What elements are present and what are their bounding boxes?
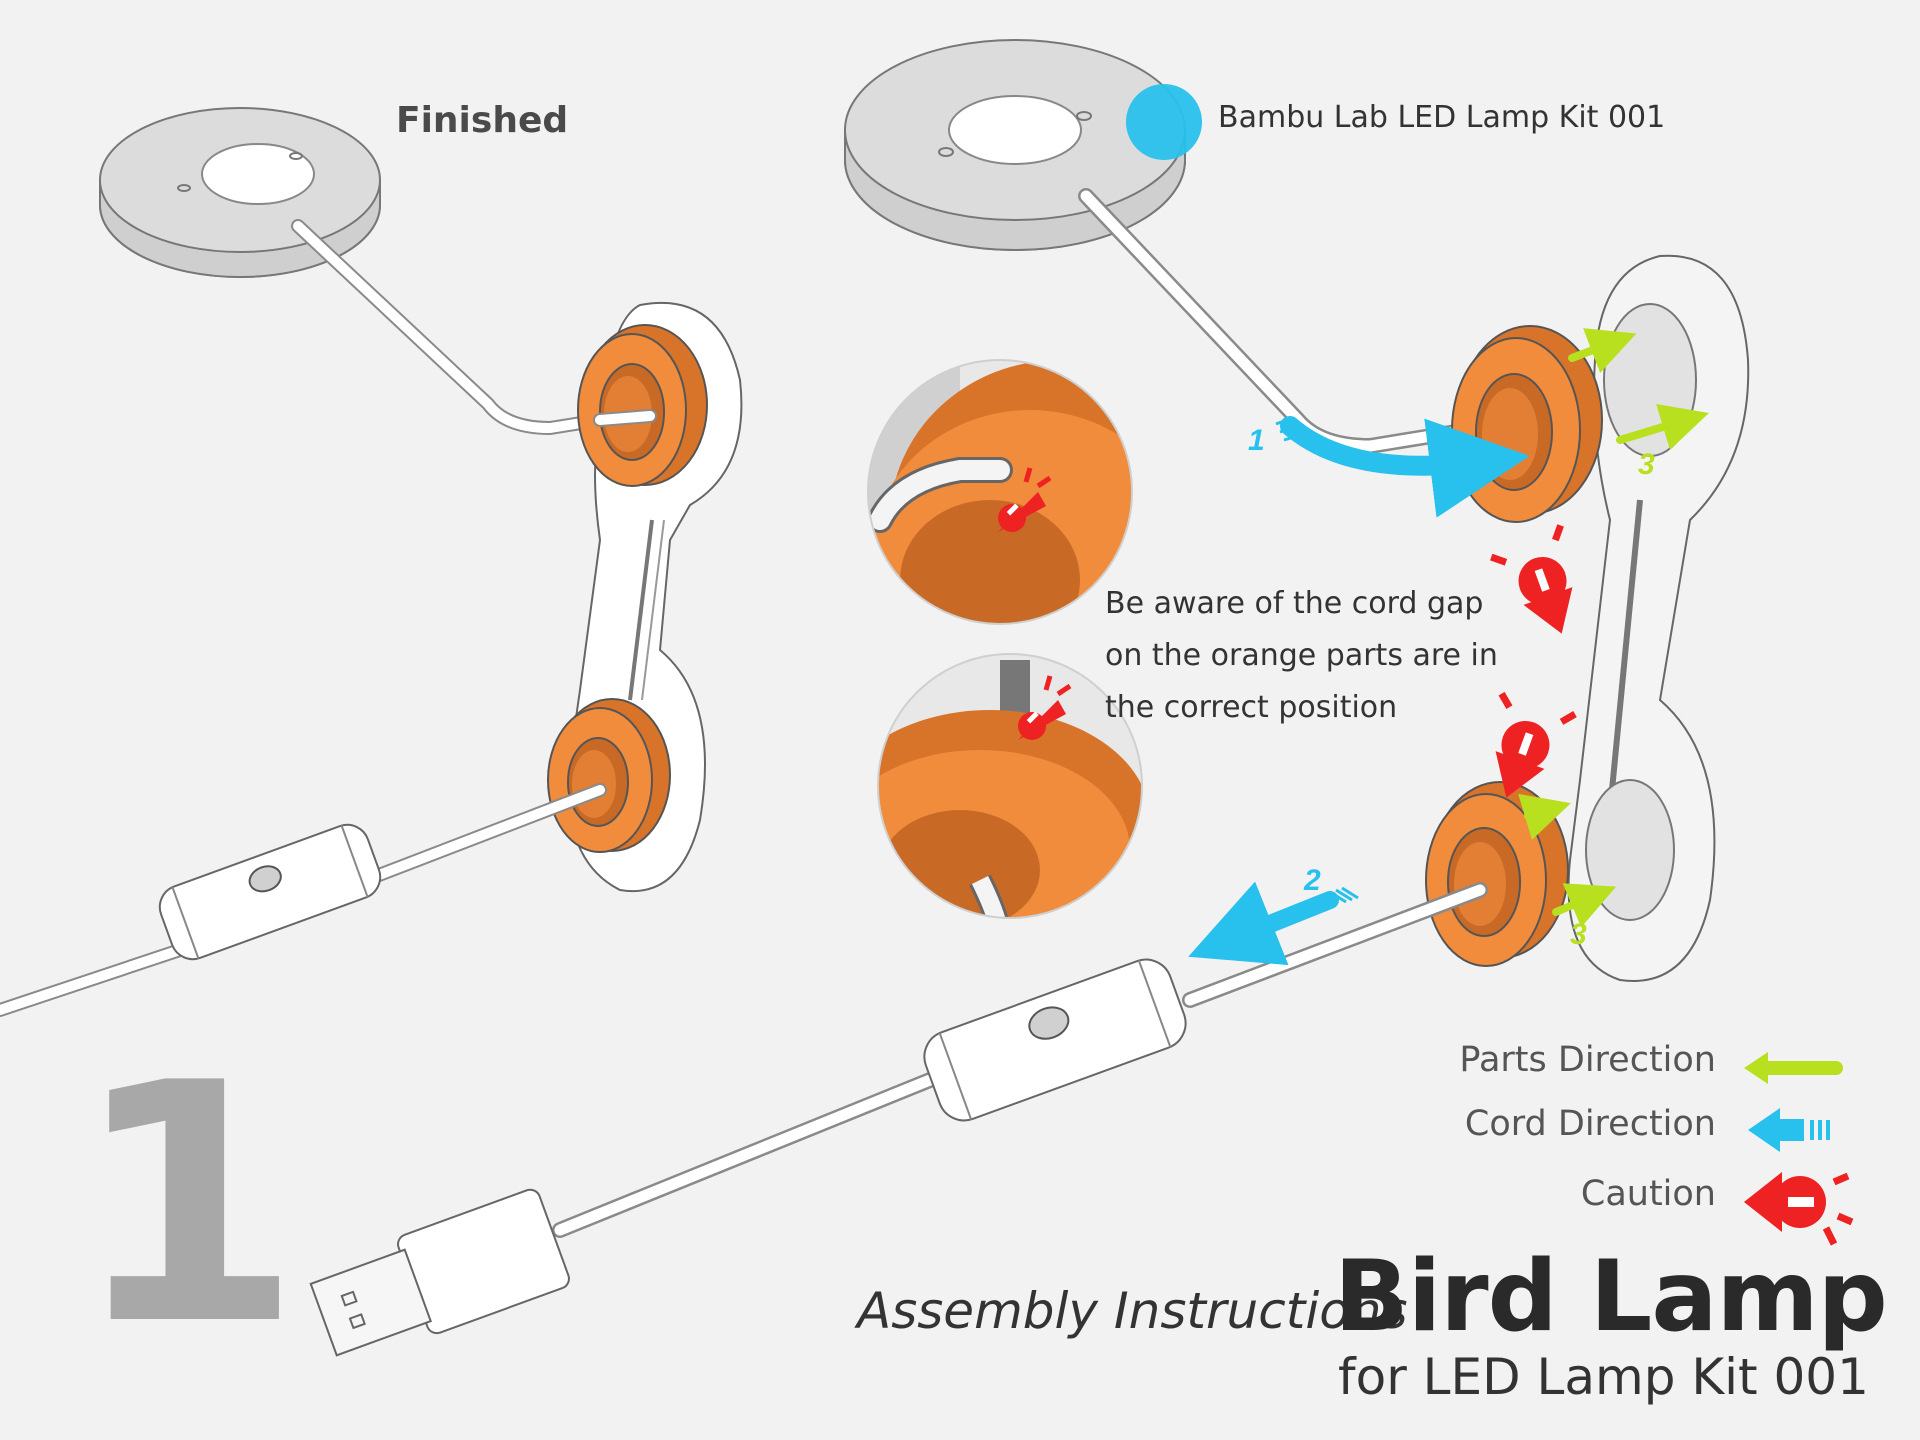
cord-direction-arrow-2	[1188, 881, 1359, 966]
caution-icon-upper	[1490, 524, 1573, 634]
legend-parts-direction: Parts Direction	[1459, 1040, 1716, 1080]
step-number: 1	[72, 1013, 302, 1397]
legend: Parts Direction Cord Direction Caution	[1440, 1040, 1716, 1240]
finished-upper-orange-ring	[577, 324, 708, 487]
caution-icon-lower	[1495, 691, 1577, 798]
exploded-assembly	[309, 39, 1750, 1357]
assembly-subtitle: Assembly Instructions	[857, 1282, 1408, 1340]
legend-cord-arrow-icon	[1748, 1108, 1830, 1152]
usb-plug	[309, 1188, 570, 1357]
finished-label: Finished	[396, 100, 569, 141]
arrow-step-2-label: 2	[1303, 864, 1321, 897]
kit-marker-dot	[1126, 84, 1202, 160]
caution-note: Be aware of the cord gap on the orange p…	[1105, 586, 1498, 725]
finished-lamp-disc	[99, 107, 381, 278]
parts-direction-arrows	[1518, 328, 1709, 928]
arrow-step-1-label: 1	[1248, 424, 1265, 457]
zoom-caution-icon-upper	[998, 467, 1052, 532]
kit-label: Bambu Lab LED Lamp Kit 001	[1218, 100, 1666, 135]
finished-lower-orange-ring	[547, 698, 671, 853]
legend-parts-arrow-icon	[1744, 1052, 1843, 1084]
kit-inline-switch	[923, 958, 1187, 1122]
zoom-detail-lower	[877, 653, 1143, 919]
arrow-step-3b-label: 3	[1570, 918, 1587, 951]
legend-caution: Caution	[1580, 1174, 1716, 1214]
cord-direction-arrow-1	[1275, 416, 1530, 518]
arrow-step-3a-label: 3	[1638, 448, 1655, 481]
kit-subtitle: for LED Lamp Kit 001	[1338, 1348, 1869, 1406]
legend-caution-icon	[1744, 1172, 1854, 1246]
finished-assembly	[0, 107, 743, 1017]
finished-cord	[291, 219, 607, 436]
zoom-caution-icon-lower	[1018, 675, 1072, 740]
zoom-detail-upper	[867, 359, 1133, 625]
finished-inline-switch	[158, 823, 382, 961]
kit-bird-body	[1567, 254, 1750, 982]
legend-cord-direction: Cord Direction	[1464, 1104, 1716, 1144]
product-title: Bird Lamp	[1334, 1240, 1888, 1354]
